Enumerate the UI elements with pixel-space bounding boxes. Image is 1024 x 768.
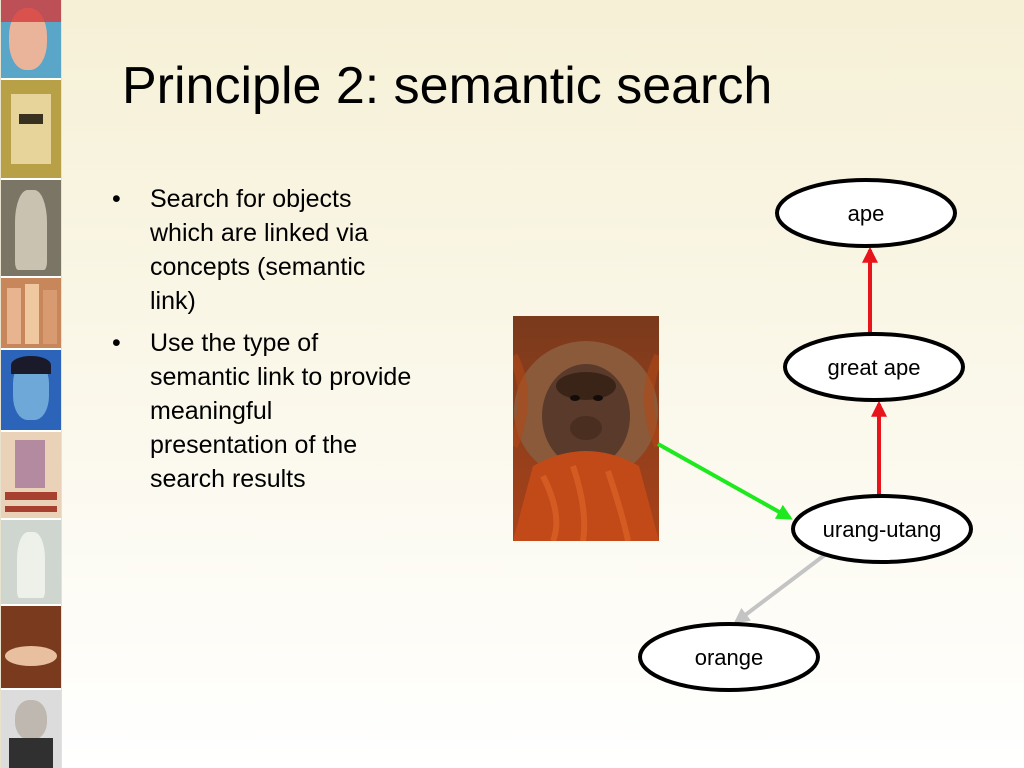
node-urang-utang: urang-utang <box>791 494 973 564</box>
orangutan-photo <box>513 316 659 541</box>
thumbnail-pale-portrait <box>1 520 61 606</box>
slide-title: Principle 2: semantic search <box>122 57 773 115</box>
bullet-text: Use the type of semantic link to provide… <box>150 329 412 493</box>
thumbnail-blue-portrait <box>1 350 61 432</box>
node-great-ape: great ape <box>783 332 965 402</box>
thumbnail-group-figures <box>1 278 61 350</box>
bullet-dot: • <box>112 185 121 213</box>
node-label-urang-utang: urang-utang <box>823 517 942 542</box>
bullet-item: • Use the type of semantic link to provi… <box>112 326 412 496</box>
bullet-list: • Search for objects which are linked vi… <box>112 182 412 504</box>
thumbnail-sidebar <box>0 0 62 768</box>
thumbnail-reclining-figure <box>1 606 61 690</box>
node-orange: orange <box>638 622 820 692</box>
node-ape: ape <box>775 178 957 248</box>
bullet-dot: • <box>112 329 121 357</box>
edge-photo-to-urang-utang <box>657 442 793 520</box>
thumbnail-cubist-face <box>1 80 61 180</box>
node-label-orange: orange <box>695 645 764 670</box>
thumbnail-sepia-figure <box>1 180 61 278</box>
node-label-ape: ape <box>848 201 885 226</box>
bullet-item: • Search for objects which are linked vi… <box>112 182 412 318</box>
thumbnail-opera-poster <box>1 432 61 520</box>
edge-urang-utang-to-orange <box>733 552 828 624</box>
node-label-great-ape: great ape <box>828 355 921 380</box>
thumbnail-portrait-woman-pop <box>1 0 61 80</box>
bullet-text: Search for objects which are linked via … <box>150 185 369 315</box>
thumbnail-old-man-portrait <box>1 690 61 768</box>
